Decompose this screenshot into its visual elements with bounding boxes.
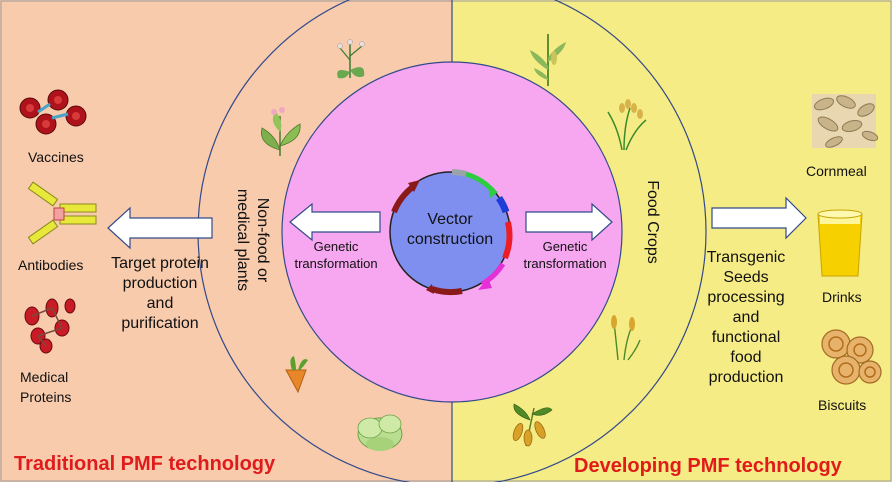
rice-plant-icon	[607, 99, 647, 151]
right-process-line3: processing	[707, 289, 784, 306]
plasmid-arrowhead-magenta	[478, 278, 492, 290]
carrot-icon	[285, 356, 308, 394]
left-heading: Traditional PMF technology	[14, 453, 276, 475]
arrow-right-outer	[711, 196, 807, 240]
right-transform-line2: transformation	[523, 256, 606, 271]
right-process-line1: Transgenic	[707, 249, 786, 266]
protein-icon	[24, 298, 76, 354]
plasmid-segment-red	[502, 221, 513, 260]
soybean-icon	[512, 403, 553, 447]
virus-icon	[19, 89, 87, 135]
svg-text:Food Crops: Food Crops	[644, 180, 661, 264]
arrow-left-outer	[107, 206, 213, 250]
left-process-line2: production	[123, 275, 198, 292]
right-process-line6: food	[730, 349, 761, 366]
product-cornmeal-label: Cornmeal	[806, 163, 867, 179]
arrow-left-inner	[289, 202, 381, 242]
plasmid-segment-grey	[451, 169, 467, 177]
wheat-icon	[611, 315, 641, 361]
plasmid-arrowhead-left	[408, 180, 420, 192]
drink-glass-icon	[817, 209, 863, 277]
tobacco-plant-icon	[261, 107, 301, 156]
product-medical-label: Medical	[20, 369, 68, 385]
right-process-line5: functional	[712, 329, 781, 346]
left-transform-line1: Genetic	[314, 239, 359, 254]
product-vaccines-label: Vaccines	[28, 149, 84, 165]
plasmid-segment-blue	[496, 196, 510, 214]
plasmid-segment-darkred-bottom	[431, 286, 463, 296]
right-process-line4: and	[733, 309, 760, 326]
right-process-line7: production	[709, 369, 784, 386]
plasmid-segment-magenta	[480, 262, 506, 287]
cornmeal-icon	[812, 94, 879, 148]
plasmid-arrowhead-bottom	[426, 284, 434, 294]
arrow-right-inner	[525, 202, 613, 242]
product-drinks-label: Drinks	[822, 289, 862, 305]
antibody-icon	[27, 181, 97, 245]
right-heading: Developing PMF technology	[574, 455, 843, 477]
biscuit-icon	[821, 329, 882, 385]
product-proteins-label: Proteins	[20, 389, 71, 405]
right-transform-line1: Genetic	[543, 239, 588, 254]
corn-plant-icon	[530, 34, 566, 86]
right-process-line2: Seeds	[723, 269, 768, 286]
svg-text:Non-food or: Non-food or	[254, 198, 271, 283]
left-process-line4: purification	[121, 315, 198, 332]
product-biscuits-label: Biscuits	[818, 397, 866, 413]
left-transform-line2: transformation	[294, 256, 377, 271]
lettuce-icon	[357, 414, 403, 451]
vector-label-line1: Vector	[427, 211, 473, 228]
left-process-line1: Target protein	[111, 255, 209, 272]
plant-type-label-left: Non-food or medical plants	[234, 189, 271, 291]
plant-type-label-right: Food Crops	[644, 180, 661, 264]
vector-label-line2: construction	[407, 231, 493, 248]
svg-text:medical plants: medical plants	[234, 189, 251, 291]
product-antibodies-label: Antibodies	[18, 257, 83, 273]
plasmid-arrowhead-green	[488, 186, 498, 198]
flower-plant-icon	[337, 39, 365, 79]
left-process-line3: and	[147, 295, 174, 312]
